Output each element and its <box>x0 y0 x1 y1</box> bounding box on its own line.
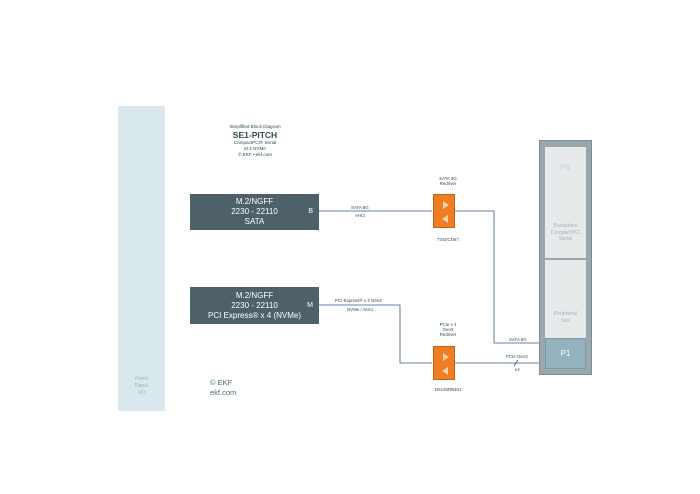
footer-copyright: © EKF <box>210 378 233 387</box>
sata-redriver-part: TSO/CNII7 <box>437 237 459 242</box>
sata-redriver-chip <box>433 194 455 228</box>
p1-pcie-lanes: x4 <box>515 367 520 372</box>
sata-link-label-top: SATA 6G <box>351 205 369 210</box>
peripheral-slot: Peripheral Slot <box>545 260 586 338</box>
footer-url: ekf.com <box>210 388 237 397</box>
header-subtitle: Simplified Block Diagram <box>229 124 281 129</box>
pcie-redriver-part: DS125RB401 <box>434 387 462 392</box>
sata-link-label-bottom: AHCI <box>355 213 366 218</box>
header-line-3: © EKF • ekf.com <box>238 152 272 157</box>
lane-slash <box>513 359 519 367</box>
connector-p1: P1 <box>545 338 586 369</box>
pcie-link-label-bottom: NVMe / AHCI <box>347 307 374 312</box>
wire-pcie-in <box>319 304 432 364</box>
header-title: SE1-PITCH <box>232 130 278 140</box>
m2-key-b: B <box>308 208 313 215</box>
arrow-left-icon <box>442 367 448 375</box>
header-line-1: CompactPCI® Serial <box>233 140 277 145</box>
diagram-header: Simplified Block Diagram SE1-PITCH Compa… <box>205 124 305 158</box>
wire-sata-out <box>455 210 545 344</box>
arrow-right-icon <box>443 201 449 209</box>
m2-sata-module: M.2/NGFF 2230 - 22110 SATA B <box>190 194 319 230</box>
header-line-2: M.2 NVMe <box>244 146 266 151</box>
p1-sata-label: SATA 6G <box>509 337 527 342</box>
arrow-left-icon <box>442 215 448 223</box>
sata-redriver-title: SATA 6G Redriver <box>439 176 457 186</box>
arrow-right-icon <box>443 353 449 361</box>
front-panel-label: Front Panel I/O <box>134 376 149 396</box>
front-panel-io <box>118 106 165 411</box>
p1-pcie-label: PCIe Gen3 <box>506 354 528 359</box>
backplane-label-block: Backplane CompactPCI Serial <box>545 189 586 258</box>
connector-p6: P6 <box>545 147 586 189</box>
ekf-footer: © EKF ekf.com <box>210 378 270 398</box>
m2-nvme-module: M.2/NGFF 2230 - 22110 PCI Express® x 4 (… <box>190 287 319 324</box>
pcie-redriver-title: PCIe x 4 Gen3 Redriver <box>439 322 457 337</box>
pcie-link-label-top: PCI Express® x 4 Gen3 <box>335 298 382 303</box>
pcie-redriver-chip <box>433 346 455 380</box>
m2-key-m: M <box>307 301 313 309</box>
